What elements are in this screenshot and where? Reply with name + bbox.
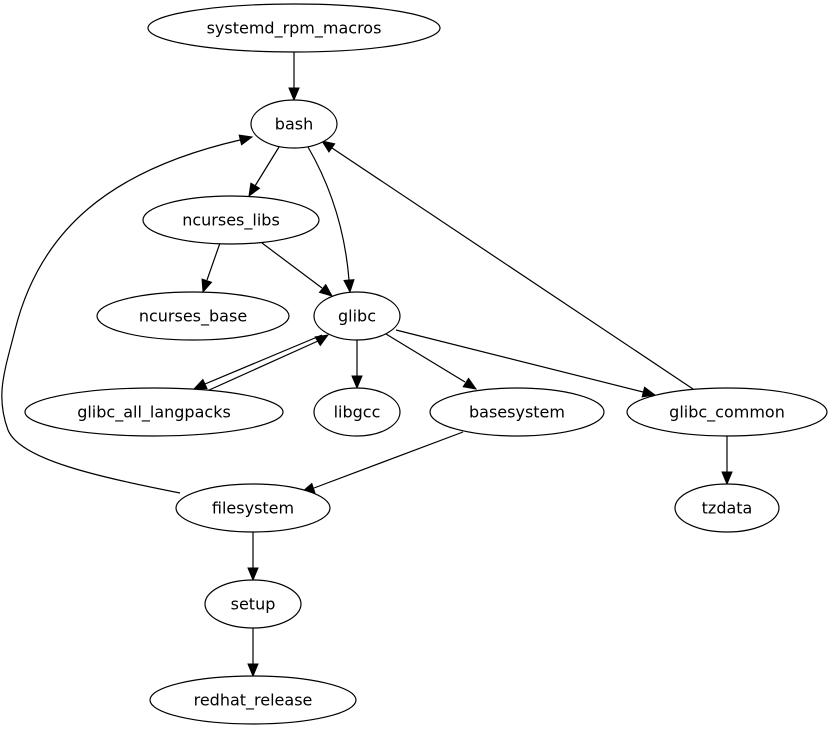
node-shape <box>429 387 605 437</box>
edge-line <box>204 334 323 385</box>
node-shape <box>142 195 320 245</box>
edge-line <box>313 431 464 489</box>
node-ncurses-libs: ncurses_libs <box>142 195 320 245</box>
arrowhead-icon <box>351 375 363 390</box>
node-shape <box>96 291 290 341</box>
node-shape <box>149 675 357 725</box>
node-label: glibc_all_langpacks <box>77 403 231 423</box>
node-shape <box>204 579 302 629</box>
node-label: filesystem <box>212 499 294 518</box>
arrowhead-icon <box>320 140 336 153</box>
edge-glibc_common-to-tzdata <box>721 436 733 486</box>
arrowhead-icon <box>201 278 213 294</box>
node-label: bash <box>275 115 313 134</box>
node-basesystem: basesystem <box>429 387 605 437</box>
node-label: basesystem <box>469 403 565 422</box>
arrowhead-icon <box>318 283 334 297</box>
node-shape <box>24 387 284 437</box>
node-shape <box>313 291 401 341</box>
edge-bash-to-glibc <box>307 146 355 294</box>
node-ncurses-base: ncurses_base <box>96 291 290 341</box>
edge-glibc-to-glibc_all_langpacks <box>192 334 323 390</box>
node-label: ncurses_libs <box>182 211 280 231</box>
edge-filesystem-to-bash <box>1 134 254 494</box>
arrowhead-icon <box>314 334 330 347</box>
edge-bash-to-ncurses_libs <box>248 146 280 198</box>
node-bash: bash <box>250 99 338 149</box>
node-setup: setup <box>204 579 302 629</box>
node-tzdata: tzdata <box>674 483 780 533</box>
node-glibc-all-langpacks: glibc_all_langpacks <box>24 387 284 437</box>
node-filesystem: filesystem <box>175 483 331 533</box>
node-systemd-rpm-macros: systemd_rpm_macros <box>147 3 441 53</box>
edge-ncurses_libs-to-glibc <box>261 242 334 297</box>
arrowhead-icon <box>288 87 300 102</box>
node-shape <box>147 3 441 53</box>
edge-systemd_rpm_macros-to-bash <box>288 52 300 102</box>
edge-line <box>331 147 694 390</box>
node-label: libgcc <box>334 403 381 422</box>
node-shape <box>175 483 331 533</box>
edges-layer <box>1 52 733 678</box>
arrowhead-icon <box>721 471 733 486</box>
edge-glibc_all_langpacks-to-glibc <box>206 334 330 392</box>
node-glibc: glibc <box>313 291 401 341</box>
arrowhead-icon <box>343 279 355 294</box>
edge-glibc-to-basesystem <box>385 333 478 390</box>
edge-line <box>261 242 323 289</box>
node-shape <box>626 387 828 437</box>
node-label: setup <box>231 595 276 614</box>
edge-ncurses_libs-to-ncurses_base <box>201 242 221 294</box>
node-label: redhat_release <box>194 691 313 711</box>
edge-line <box>307 146 350 281</box>
node-shape <box>313 387 401 437</box>
node-label: glibc_common <box>669 403 785 423</box>
node-label: ncurses_base <box>139 307 247 327</box>
edge-glibc_common-to-bash <box>320 140 694 390</box>
edge-setup-to-redhat_release <box>247 628 259 678</box>
node-libgcc: libgcc <box>313 387 401 437</box>
edge-filesystem-to-setup <box>247 532 259 582</box>
node-redhat-release: redhat_release <box>149 675 357 725</box>
edge-basesystem-to-filesystem <box>300 431 464 494</box>
edge-glibc-to-libgcc <box>351 340 363 390</box>
arrowhead-icon <box>641 386 657 398</box>
node-glibc-common: glibc_common <box>626 387 828 437</box>
arrowhead-icon <box>238 134 254 146</box>
arrowhead-icon <box>247 567 259 582</box>
arrowhead-icon <box>248 182 261 198</box>
arrowhead-icon <box>192 378 208 390</box>
node-label: systemd_rpm_macros <box>207 19 382 39</box>
edge-line <box>385 333 466 383</box>
node-label: glibc <box>338 307 376 326</box>
node-shape <box>674 483 780 533</box>
node-shape <box>250 99 338 149</box>
arrowhead-icon <box>462 377 478 390</box>
edge-line <box>254 146 280 187</box>
edge-line <box>206 242 221 281</box>
edge-line <box>206 340 319 392</box>
edge-line <box>1 139 241 494</box>
node-label: tzdata <box>702 499 753 518</box>
edge-line <box>395 329 644 393</box>
edge-glibc-to-glibc_common <box>395 329 657 398</box>
arrowhead-icon <box>247 663 259 678</box>
